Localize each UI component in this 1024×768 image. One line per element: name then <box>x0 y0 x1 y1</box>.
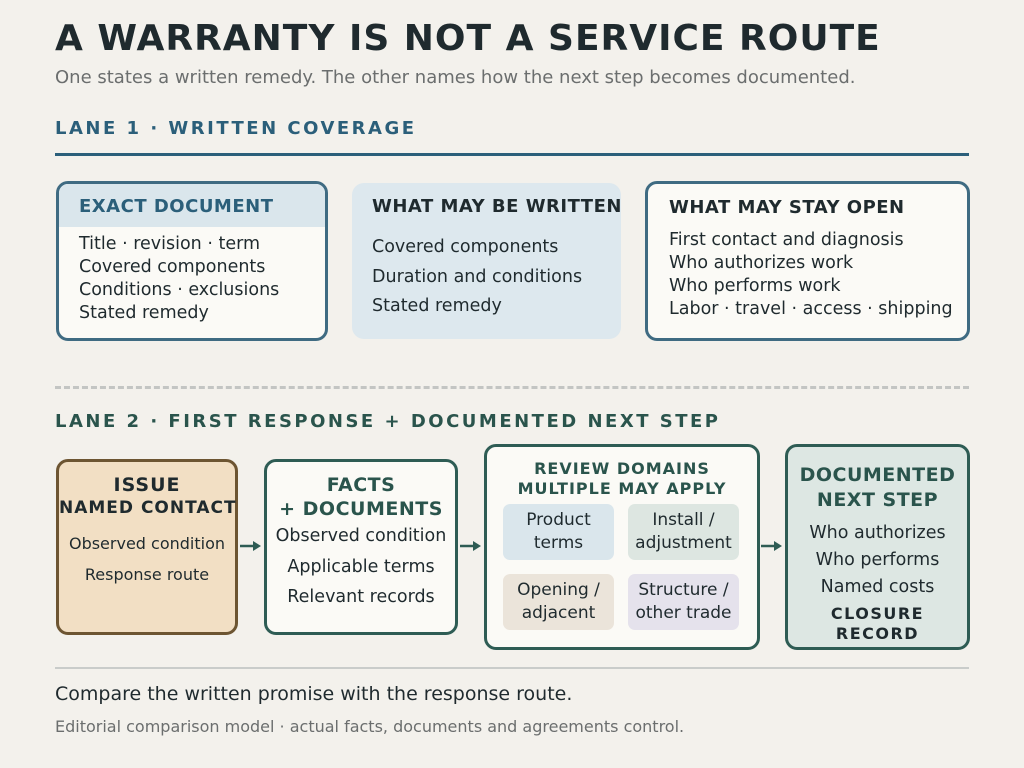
list-item: Who authorizes work <box>669 253 854 273</box>
tile-line: terms <box>533 533 584 553</box>
tile-line: Structure / <box>638 580 729 600</box>
facts-documents-box: FACTS + DOCUMENTS Observed condition App… <box>264 459 458 635</box>
list-item: Who performs work <box>669 276 841 296</box>
list-item: Covered components <box>79 257 266 277</box>
list-item: Stated remedy <box>372 296 502 316</box>
may-be-written-card: WHAT MAY BE WRITTEN Covered components D… <box>352 183 621 339</box>
lane1-title: LANE 1 · WRITTEN COVERAGE <box>55 118 417 139</box>
facts-title-line2: + DOCUMENTS <box>279 498 443 520</box>
exact-document-card: EXACT DOCUMENT Title · revision · term C… <box>56 181 328 341</box>
footer-divider <box>55 667 969 669</box>
closure-record-line2: RECORD <box>835 624 920 643</box>
list-item: Relevant records <box>287 587 435 607</box>
list-item: Duration and conditions <box>372 266 583 287</box>
tile-line: Install / <box>652 510 715 530</box>
next-step-title-line1: DOCUMENTED <box>799 464 956 486</box>
lane-separator <box>55 386 969 389</box>
domain-tile-structure-other-trade: Structure / other trade <box>628 574 739 630</box>
tile-line: Opening / <box>517 580 600 600</box>
domain-tile-opening-adjacent: Opening / adjacent <box>503 574 614 630</box>
lane2-title: LANE 2 · FIRST RESPONSE + DOCUMENTED NEX… <box>55 411 721 432</box>
may-stay-open-title: WHAT MAY STAY OPEN <box>669 197 905 218</box>
footer-summary: Compare the written promise with the res… <box>55 683 573 705</box>
domain-tile-install-adjustment: Install / adjustment <box>628 504 739 560</box>
list-item: Observed condition <box>68 534 226 553</box>
tile-line: Product <box>526 510 591 530</box>
may-stay-open-card: WHAT MAY STAY OPEN First contact and dia… <box>645 181 970 341</box>
tile-line: other trade <box>635 603 732 623</box>
arrow-right-icon <box>240 541 261 551</box>
review-title-line1: REVIEW DOMAINS <box>534 459 710 478</box>
lane1-divider <box>55 153 969 156</box>
review-domains-box: REVIEW DOMAINS MULTIPLE MAY APPLY Produc… <box>484 444 760 650</box>
list-item: Applicable terms <box>287 556 435 577</box>
list-item: Title · revision · term <box>79 234 261 254</box>
may-be-written-title: WHAT MAY BE WRITTEN <box>372 196 622 217</box>
documented-next-step-box: DOCUMENTED NEXT STEP Who authorizes Who … <box>785 444 970 650</box>
list-item: Who performs <box>815 550 940 570</box>
issue-subtitle: NAMED CONTACT <box>59 498 237 518</box>
list-item: First contact and diagnosis <box>669 230 904 250</box>
list-item: Response route <box>84 565 210 584</box>
footer-note: Editorial comparison model · actual fact… <box>55 717 685 736</box>
arrow-right-icon <box>460 541 481 551</box>
closure-record-line1: CLOSURE <box>830 604 925 623</box>
list-item: Covered components <box>372 237 559 257</box>
issue-title: ISSUE <box>113 474 181 496</box>
page-title: A WARRANTY IS NOT A SERVICE ROUTE <box>55 18 881 59</box>
list-item: Named costs <box>820 577 935 597</box>
page-subtitle: One states a written remedy. The other n… <box>55 67 856 88</box>
tile-line: adjacent <box>521 603 596 623</box>
list-item: Conditions · exclusions <box>79 280 280 300</box>
arrow-right-icon <box>761 541 782 551</box>
list-item: Observed condition <box>275 526 447 546</box>
list-item: Stated remedy <box>79 303 209 323</box>
list-item: Labor · travel · access · shipping <box>669 299 953 319</box>
issue-box: ISSUE NAMED CONTACT Observed condition R… <box>56 459 238 635</box>
list-item: Who authorizes <box>809 523 946 543</box>
tile-line: adjustment <box>635 533 732 553</box>
domain-tile-product-terms: Product terms <box>503 504 614 560</box>
facts-title-line1: FACTS <box>326 474 396 496</box>
next-step-title-line2: NEXT STEP <box>816 489 939 511</box>
review-title-line2: MULTIPLE MAY APPLY <box>517 479 727 498</box>
exact-document-title: EXACT DOCUMENT <box>59 184 325 227</box>
